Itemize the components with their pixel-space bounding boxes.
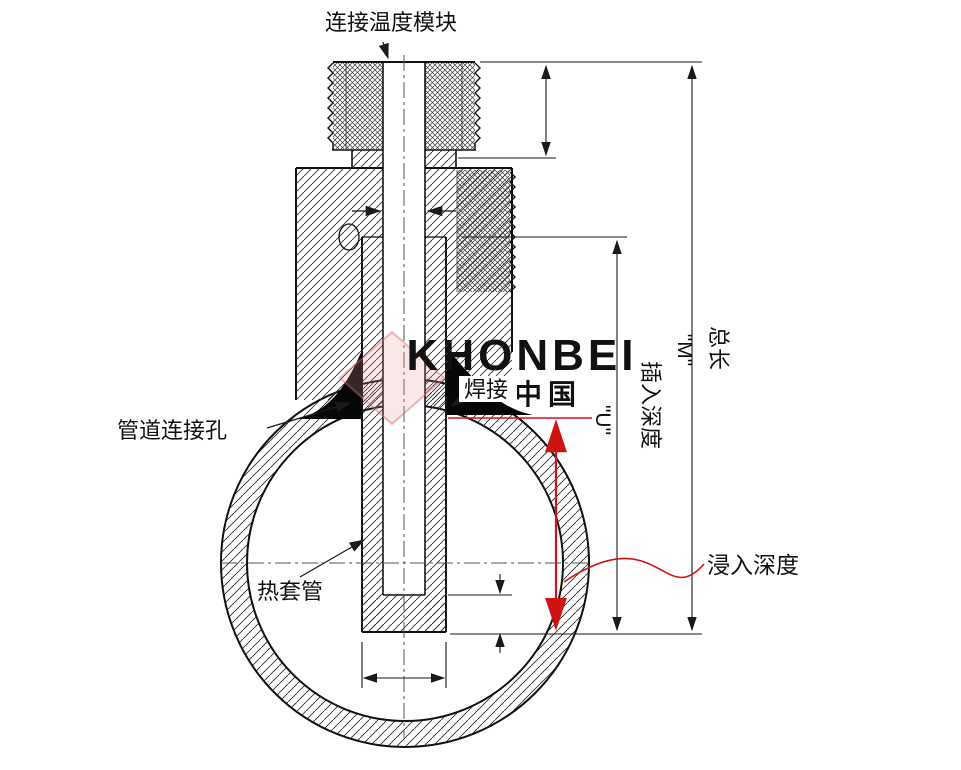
dim-insertion-depth bbox=[462, 236, 627, 632]
dim-thread-length bbox=[458, 64, 556, 159]
label-m-symbol: "M" bbox=[673, 334, 696, 366]
label-total-length: 总长 bbox=[706, 326, 731, 370]
label-insertion-depth: 插入深度 bbox=[638, 361, 663, 449]
weld-label-backing bbox=[459, 376, 517, 402]
weep-hole-detail bbox=[338, 223, 360, 251]
leader-pipe-hole bbox=[266, 402, 352, 429]
leader-lines bbox=[266, 41, 467, 578]
thermowell-tube bbox=[361, 237, 447, 633]
thread-right-profile bbox=[474, 62, 481, 150]
dim-total-length bbox=[450, 64, 702, 635]
watermark-logo bbox=[338, 330, 446, 426]
watermark-brand: KHONBEI bbox=[407, 331, 638, 380]
weld-left bbox=[297, 350, 362, 419]
label-pipe-connection-hole: 管道连接孔 bbox=[117, 418, 227, 443]
immersion-leader-curve bbox=[563, 557, 705, 583]
label-u-symbol: "U" bbox=[591, 405, 614, 435]
label-weld: 焊接 bbox=[464, 377, 508, 402]
process-thread bbox=[456, 170, 516, 293]
dim-immersion-depth: 浸入深度 bbox=[448, 417, 799, 631]
dim-tube-diameter bbox=[361, 642, 447, 688]
watermark-line2: 中国 bbox=[514, 379, 582, 410]
leader-temp-module bbox=[378, 41, 389, 60]
label-connect-temperature-module: 连接温度模块 bbox=[325, 10, 457, 35]
label-thermowell: 热套管 bbox=[257, 579, 323, 604]
label-immersion-depth: 浸入深度 bbox=[707, 552, 799, 578]
dim-tip-thickness bbox=[448, 574, 512, 653]
watermark: KHONBEI 中国 bbox=[338, 330, 638, 426]
leader-thermowell bbox=[299, 539, 366, 578]
thread-left-profile bbox=[327, 62, 334, 150]
dimension-lines bbox=[361, 61, 702, 688]
centerlines bbox=[221, 55, 590, 738]
